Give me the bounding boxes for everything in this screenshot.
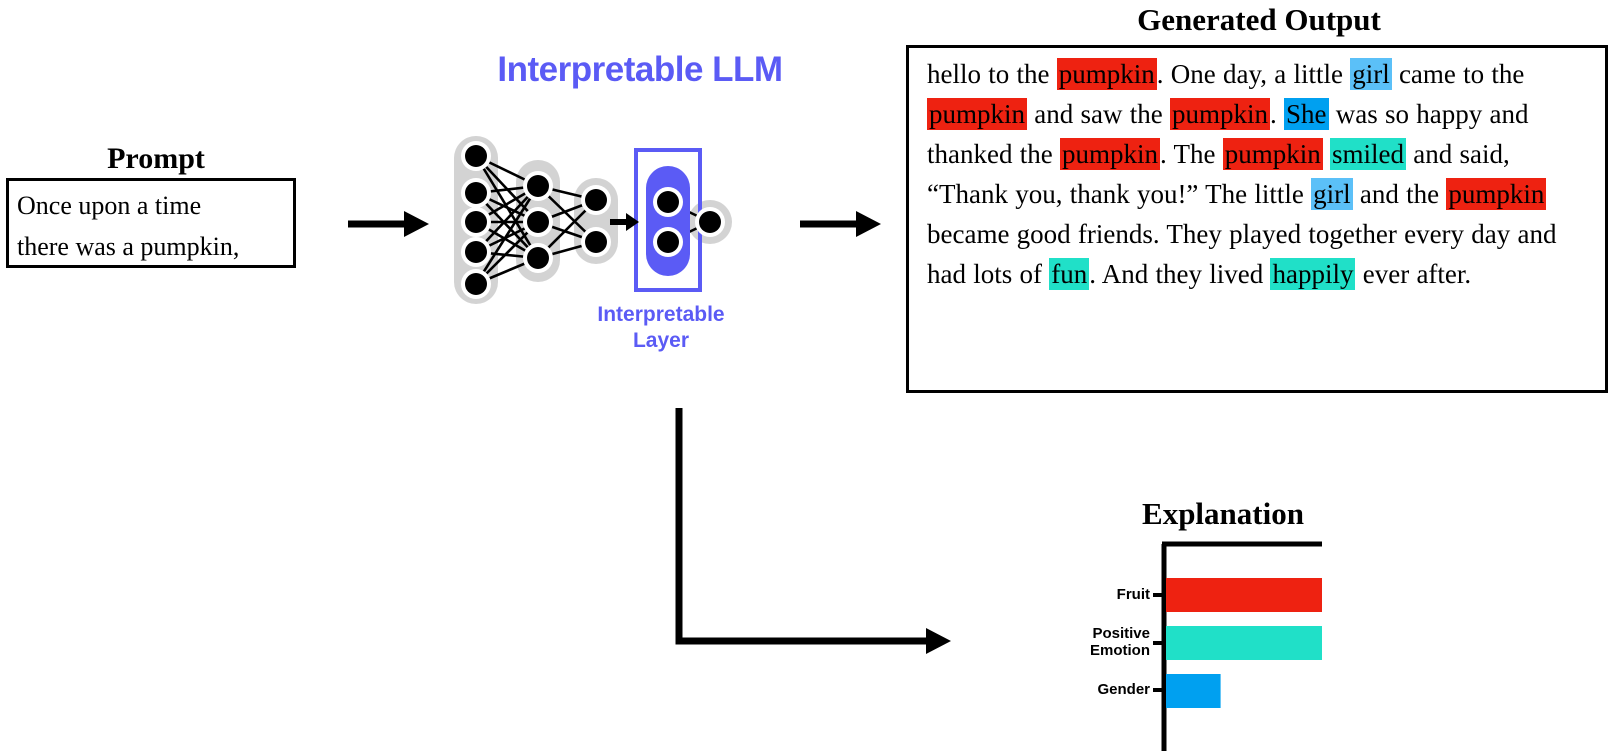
output-text-span: . And they lived <box>1089 259 1271 289</box>
output-text-span: came to the <box>1391 59 1525 89</box>
output-text-span: became good friends. They played togethe… <box>927 219 1557 289</box>
highlighted-token-gender: She <box>1284 98 1329 130</box>
output-text-span: ever after. <box>1355 259 1472 289</box>
output-text-span: hello to the <box>927 59 1057 89</box>
highlighted-token-fruit: pumpkin <box>1059 138 1160 170</box>
output-text-span: and the <box>1352 179 1447 209</box>
chart-ticks <box>1153 593 1164 692</box>
into-layer-arrow-icon <box>610 213 639 231</box>
highlighted-token-fruit: pumpkin <box>1169 98 1270 130</box>
output-text-span: and said, “Thank you, thank you!” The li… <box>927 139 1510 209</box>
arrow-prompt-to-model-icon <box>348 211 429 237</box>
neural-network-diagram <box>454 136 732 304</box>
prompt-line-2: there was a pumpkin, <box>17 232 240 261</box>
output-text-span: was so happy and thanked the <box>927 99 1529 169</box>
highlighted-token-positive_emotion: fun <box>1049 258 1090 290</box>
chart-bar-gender <box>1166 674 1221 708</box>
layer-group-capsules <box>454 136 732 304</box>
chart-label-positive-emotion-line1: Positive <box>1092 625 1150 642</box>
prompt-box: Once upon a time there was a pumpkin, <box>6 178 296 268</box>
highlighted-token-fruit: pumpkin <box>1446 178 1547 210</box>
highlighted-token-gender_light: girl <box>1311 178 1353 210</box>
generated-output-title: Generated Output <box>1137 2 1381 37</box>
interpretable-layer-label-line2: Layer <box>632 329 690 352</box>
output-text-span: . The <box>1159 139 1223 169</box>
model-title: Interpretable LLM <box>497 50 783 89</box>
arrow-model-to-output-icon <box>800 211 881 237</box>
interpretable-layer-label-line1: Interpretable <box>597 303 725 326</box>
chart-label-positive-emotion-line2: Emotion <box>1090 642 1150 659</box>
chart-label-gender: Gender <box>1097 681 1150 698</box>
chart-bars <box>1166 578 1322 708</box>
explanation-bar-chart <box>1153 541 1322 751</box>
network-nodes <box>461 141 725 299</box>
prompt-title: Prompt <box>107 142 205 175</box>
generated-output-text: hello to the pumpkin. One day, a little … <box>927 54 1595 294</box>
highlighted-token-gender_light: girl <box>1350 58 1392 90</box>
highlighted-token-fruit: pumpkin <box>927 98 1028 130</box>
output-text-span: . <box>1270 99 1284 129</box>
chart-bar-fruit <box>1166 578 1322 612</box>
chart-bar-positive-emotion <box>1166 626 1322 660</box>
highlighted-token-positive_emotion: smiled <box>1330 138 1406 170</box>
highlighted-token-positive_emotion: happily <box>1270 258 1356 290</box>
output-text-span: and saw the <box>1027 99 1170 129</box>
arrow-model-to-explanation-icon <box>675 408 951 654</box>
highlighted-token-fruit: pumpkin <box>1222 138 1323 170</box>
interpretable-layer-label: Interpretable Layer <box>555 302 767 354</box>
explanation-title: Explanation <box>1142 496 1304 531</box>
generated-output-box: hello to the pumpkin. One day, a little … <box>906 45 1608 393</box>
highlighted-token-fruit: pumpkin <box>1056 58 1157 90</box>
output-text-span <box>1323 139 1330 169</box>
prompt-line-1: Once upon a time <box>17 191 202 220</box>
interpretable-layer-capsule <box>646 166 690 276</box>
output-text-span: . One day, a little <box>1156 59 1351 89</box>
chart-label-fruit: Fruit <box>1116 586 1150 603</box>
chart-label-positive-emotion: Positive Emotion <box>1020 625 1150 659</box>
